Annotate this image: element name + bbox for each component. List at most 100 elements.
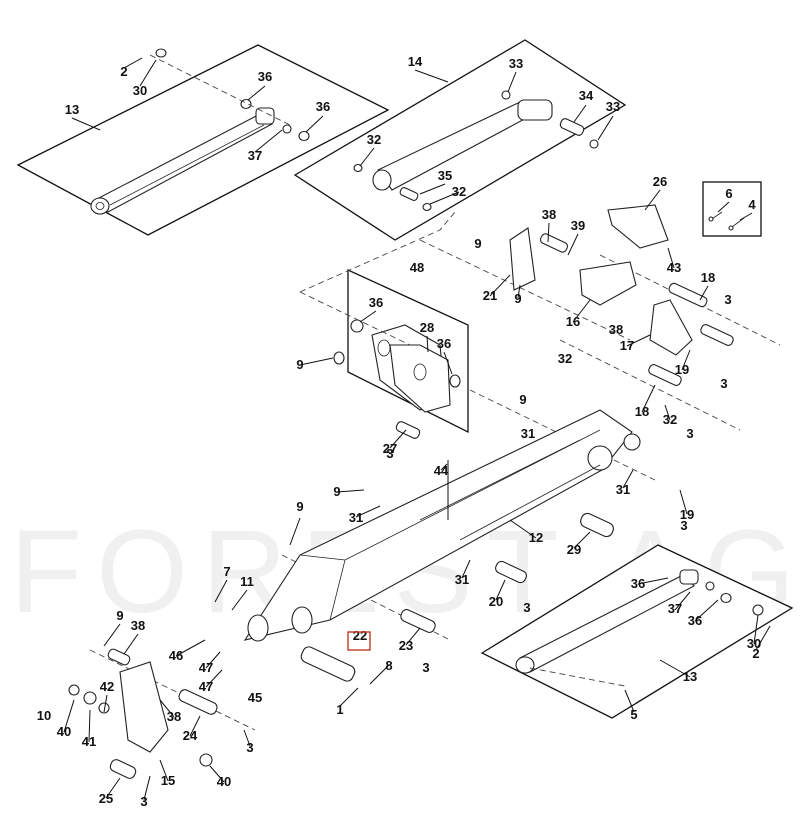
leader-line [289,517,301,546]
callout-2: 2 [120,64,127,79]
pin-part-29 [580,512,614,538]
leader-line [254,129,283,153]
callout-25: 25 [99,791,113,806]
leader-line [597,115,614,141]
leader-line [359,147,375,167]
callout-19: 19 [680,507,694,522]
callout-30: 30 [133,83,147,98]
washer-part-9 [333,351,345,365]
leader-line [209,765,225,783]
callout-40: 40 [57,724,71,739]
tie-rod-part-13-top [90,107,275,215]
leader-lines [63,57,771,801]
callout-33: 33 [509,56,523,71]
callout-9: 9 [296,357,303,372]
leader-line [336,489,365,493]
callout-3: 3 [720,376,727,391]
leader-line [243,729,251,747]
leader-line [159,759,169,782]
leader-line [103,623,121,647]
leader-line [443,351,453,375]
leader-line [405,627,421,646]
callout-3: 3 [680,518,687,533]
callout-32: 32 [663,412,677,427]
leader-line [679,489,688,515]
washer-part-32b [353,163,363,173]
pin-part-20 [495,560,527,584]
callout-3: 3 [686,426,693,441]
pin-part-35 [399,187,419,201]
bracket-part-21 [509,227,536,291]
callout-9: 9 [333,484,340,499]
leader-line [667,247,675,269]
callout-39: 39 [571,218,585,233]
leader-line [71,117,101,131]
callout-38: 38 [609,322,623,337]
cover-part-26 [607,204,669,249]
callout-18: 18 [635,404,649,419]
callout-7: 7 [223,564,230,579]
leader-line [573,104,587,123]
leader-line [231,589,248,611]
callout-31: 31 [349,510,363,525]
boom-part-12 [243,409,641,642]
leader-line [189,715,201,737]
leader-line [626,334,651,347]
callout-27: 27 [383,441,397,456]
callout-9: 9 [296,499,303,514]
leader-line [103,694,108,713]
callout-45: 45 [248,690,262,705]
leader-line [159,699,175,718]
leader-line [659,659,691,678]
panel-bracket-48 [333,268,469,434]
leader-line [517,284,521,299]
leader-line [664,404,671,421]
callout-13: 13 [65,102,79,117]
panel-bottom-right [480,544,794,719]
callout-3: 3 [523,600,530,615]
leader-line [440,463,448,471]
link-part-14 [372,99,553,191]
callout-9: 9 [519,392,526,407]
callout-23: 23 [399,638,413,653]
bracket-part-28 [371,324,451,413]
plate-part-16 [579,261,637,306]
lower-left-linkage [68,648,218,779]
callout-22: 22 [353,628,367,643]
leader-line [644,189,661,211]
leader-line [389,429,407,449]
callout-28: 28 [420,320,434,335]
callout-48: 48 [410,260,424,275]
leader-line [143,775,151,801]
callout-30: 30 [747,636,761,651]
callout-36: 36 [631,576,645,591]
callout-16: 16 [566,314,580,329]
leader-line [305,115,324,133]
callout-38: 38 [542,207,556,222]
pin-part-24 [178,689,218,715]
pin-part-37 [282,124,292,134]
loose-parts [300,421,614,682]
leader-line [637,577,669,585]
pin-part-23 [400,609,436,633]
callout-9: 9 [514,291,521,306]
callout-9: 9 [116,608,123,623]
washer-part-10 [68,684,80,696]
pin-part-38 [539,233,569,253]
callout-29: 29 [567,542,581,557]
callout-46: 46 [169,648,183,663]
callout-17: 17 [620,338,634,353]
panel-small-4-6 [702,181,762,237]
callout-36: 36 [258,69,272,84]
callout-38: 38 [167,709,181,724]
leader-line [755,625,771,651]
leader-line [717,201,730,213]
callout-32: 32 [452,184,466,199]
leader-line [139,59,157,87]
pin-part-18 [668,282,708,308]
leader-line [299,357,334,366]
callout-3: 3 [140,794,147,809]
callout-4: 4 [748,197,756,212]
bushing-part-36d [449,374,461,388]
leader-line [214,579,228,603]
